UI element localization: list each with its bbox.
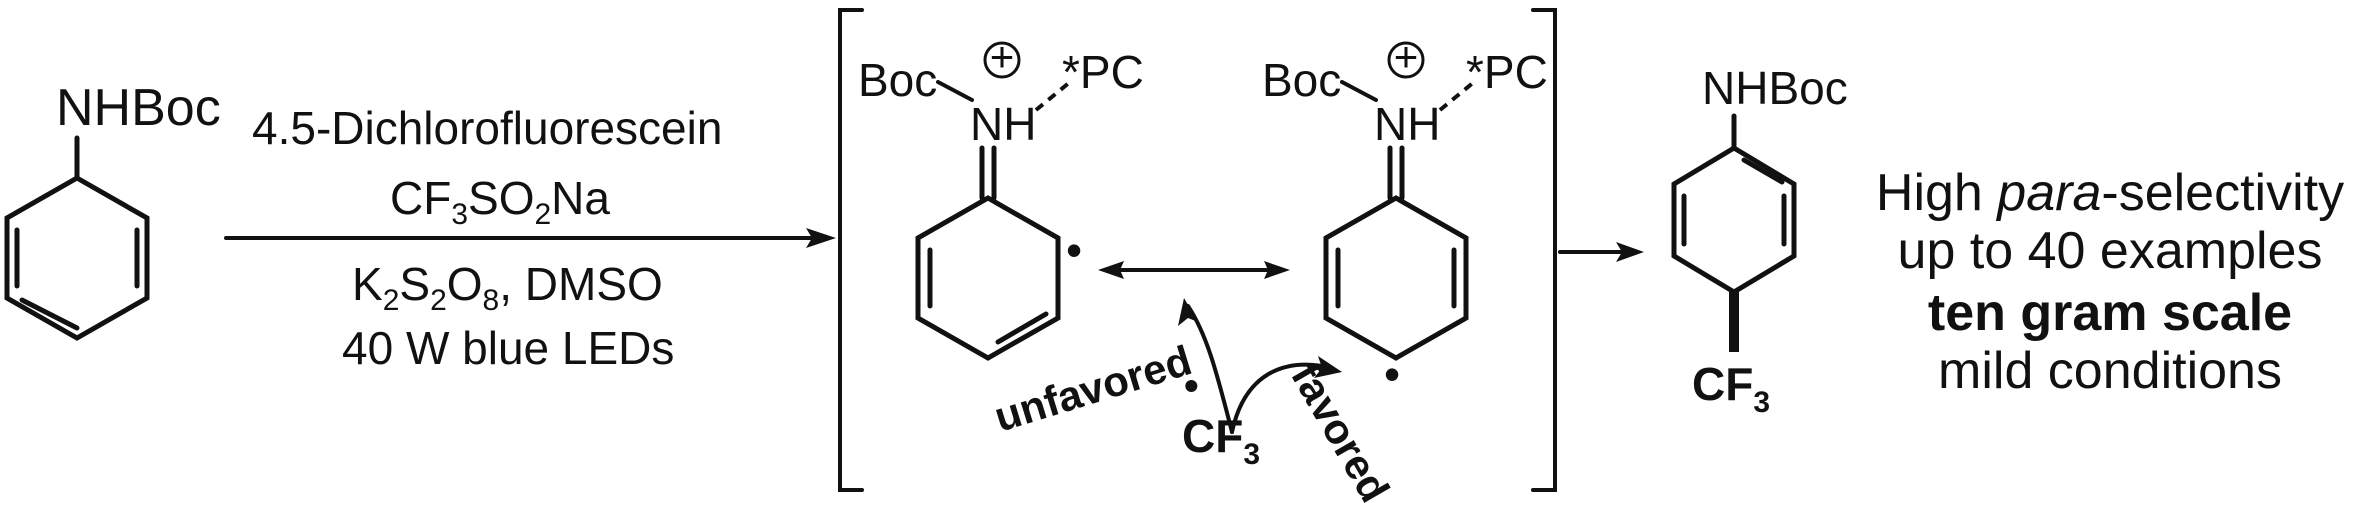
- reaction-conditions: 4.5-Dichlorofluorescein CF3SO2Na K2S2O8,…: [224, 102, 836, 374]
- intermediate-left-ring: [915, 195, 1061, 361]
- favored-curved-arrow: [1230, 362, 1334, 434]
- reagent-label: CF3SO2Na: [390, 172, 610, 231]
- product-molecule: NHBoc CF3: [1671, 62, 1848, 419]
- resonance-arrow-right-head: [1264, 261, 1290, 279]
- highlights: High para-selectivity up to 40 examples …: [1876, 164, 2344, 400]
- highlight-scale: ten gram scale: [1928, 284, 2292, 342]
- cf3-radical-attack: • CF3 unfavored favored: [989, 298, 1399, 510]
- unfavored-label: unfavored: [989, 336, 1197, 440]
- intermediate-right-charge-icon: [1387, 41, 1425, 79]
- catalyst-label: 4.5-Dichlorofluorescein: [252, 102, 722, 154]
- highlight-selectivity: High para-selectivity: [1876, 164, 2344, 222]
- product-nhboc-label: NHBoc: [1702, 62, 1848, 114]
- intermediate-right-radical-dot: •: [1384, 348, 1400, 400]
- intermediate-left-pc-dash: [1034, 80, 1072, 112]
- resonance-arrow-left-head: [1098, 261, 1124, 279]
- intermediate-left-double-bond-2: [995, 311, 1049, 345]
- intermediate-right-nh-label: NH: [1374, 98, 1440, 150]
- intermediate-left-charge-icon: [983, 41, 1021, 79]
- intermediate-right-charge-symbol: +: [1394, 33, 1419, 80]
- intermediate-left-pc-label: *PC: [1062, 46, 1144, 98]
- left-bracket: [838, 8, 864, 492]
- reaction-arrow-head: [806, 228, 836, 248]
- intermediate-left: Boc + NH *PC •: [858, 33, 1144, 361]
- product-cf3-label: CF3: [1692, 358, 1770, 419]
- product-double-bond-4: [1741, 157, 1785, 185]
- reactant-double-bond-3b: [19, 297, 80, 331]
- reactant-benzene-ring: [4, 175, 150, 341]
- highlight-conditions: mild conditions: [1938, 342, 2282, 400]
- intermediate-left-boc-bond: [936, 80, 974, 102]
- reactant-nhboc-label: NHBoc: [56, 79, 221, 137]
- intermediate-right-ring: [1323, 195, 1469, 361]
- intermediate-left-radical-dot: •: [1066, 224, 1082, 276]
- intermediate-left-nh-label: NH: [970, 98, 1036, 150]
- light-source-label: 40 W blue LEDs: [342, 322, 674, 374]
- resonance-arrow: [1098, 261, 1290, 279]
- right-bracket: [1531, 8, 1557, 492]
- intermediate-right-boc-label: Boc: [1262, 54, 1341, 106]
- intermediate-right-pc-label: *PC: [1466, 46, 1548, 98]
- cf3-radical-label: CF3: [1182, 410, 1260, 471]
- intermediate-right-pc-dash: [1438, 80, 1476, 112]
- reactant-molecule: NHBoc: [4, 79, 221, 341]
- intermediate-right-boc-bond: [1340, 80, 1378, 102]
- product-benzene-ring: [1671, 145, 1797, 295]
- product-arrow-head: [1616, 242, 1644, 262]
- highlight-examples: up to 40 examples: [1898, 222, 2323, 280]
- favored-label: favored: [1282, 355, 1399, 510]
- unfavored-arrow-head: [1178, 298, 1198, 326]
- oxidant-label: K2S2O8, DMSO: [352, 258, 663, 317]
- favored-arrow-head: [1314, 356, 1342, 378]
- intermediate-left-charge-symbol: +: [990, 33, 1015, 80]
- intermediate-left-boc-label: Boc: [858, 54, 937, 106]
- intermediate-right: Boc + NH *PC •: [1262, 33, 1548, 400]
- cf3-radical-dot: •: [1184, 362, 1199, 409]
